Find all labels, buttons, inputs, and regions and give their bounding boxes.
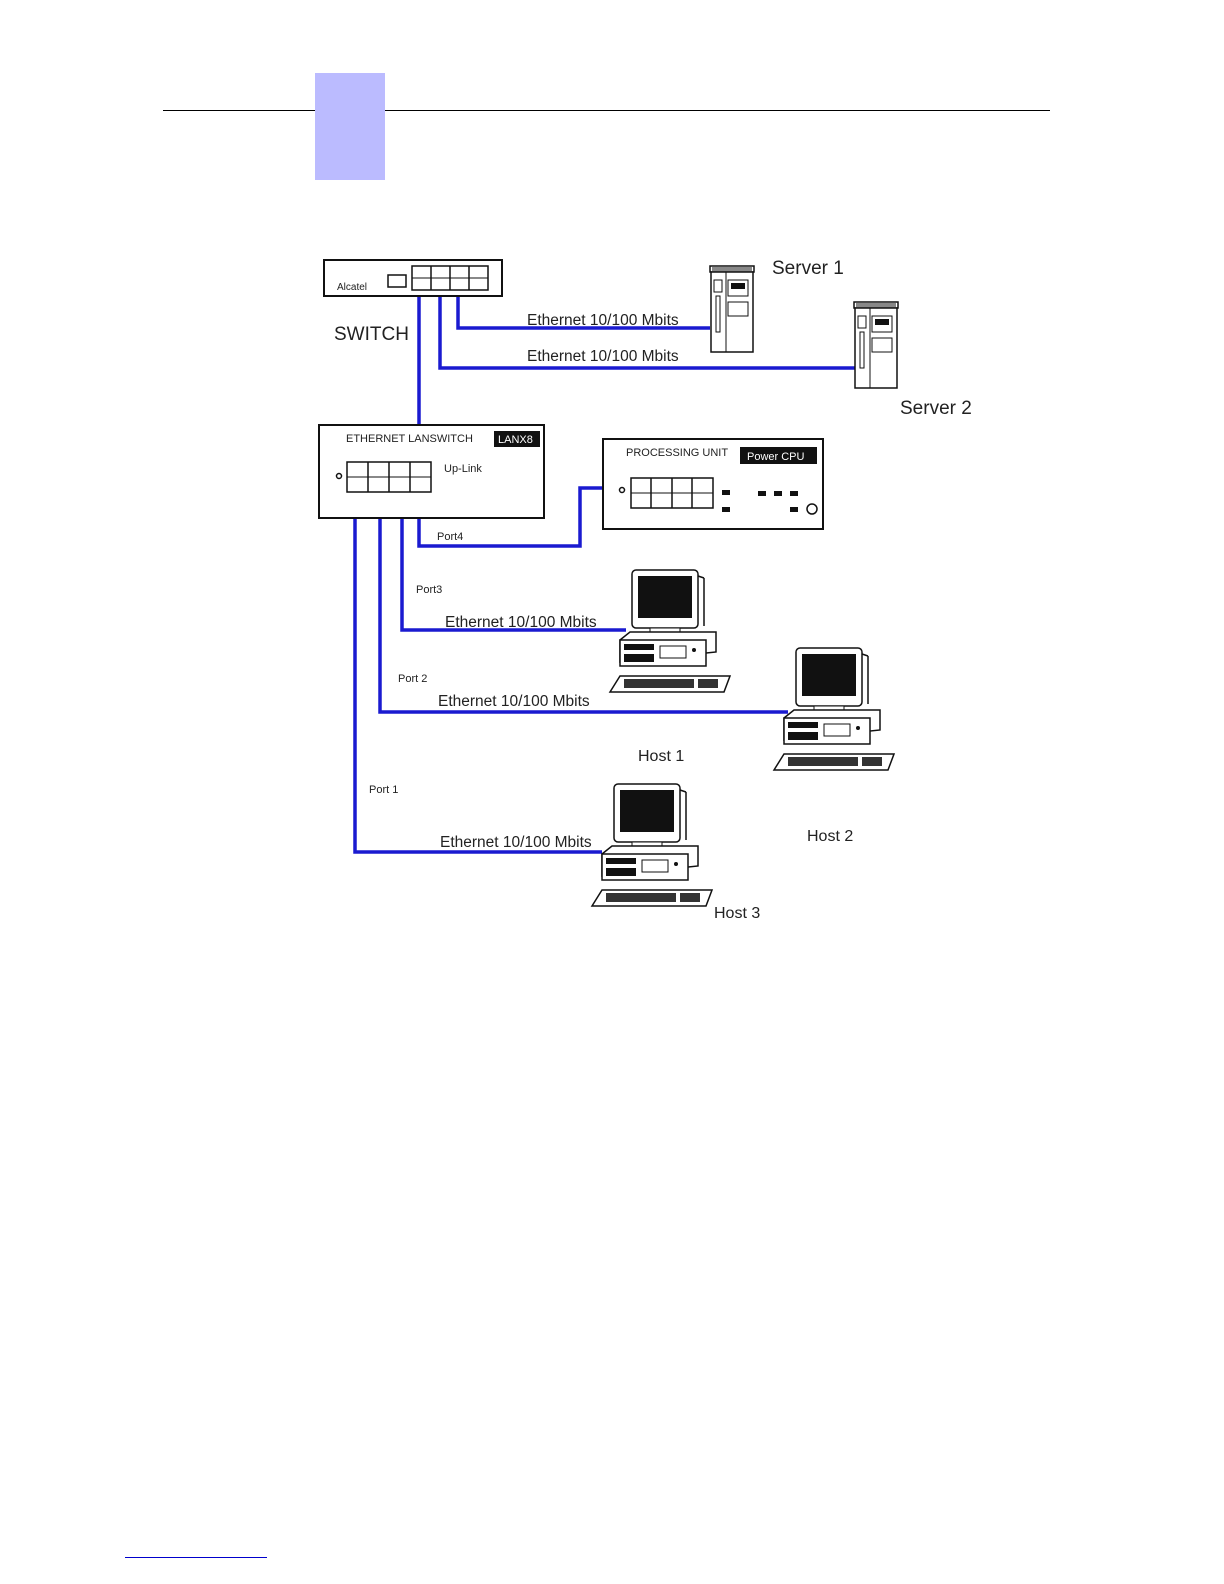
host-2-computer <box>774 648 894 770</box>
link-label-port3: Ethernet 10/100 Mbits <box>445 614 597 631</box>
processing-unit-title: PROCESSING UNIT <box>626 447 728 459</box>
link-label-port2: Ethernet 10/100 Mbits <box>438 693 590 710</box>
switch-label: SWITCH <box>334 324 409 345</box>
host-3-label: Host 3 <box>714 905 760 922</box>
port-4-label: Port4 <box>437 531 463 543</box>
link-label-port1: Ethernet 10/100 Mbits <box>440 834 592 851</box>
alcatel-switch: Alcatel <box>324 260 502 296</box>
server-2-label: Server 2 <box>900 398 972 419</box>
port-1-label: Port 1 <box>369 784 398 796</box>
link-label-server1: Ethernet 10/100 Mbits <box>527 312 679 329</box>
switch-brand: Alcatel <box>337 282 367 293</box>
server-2 <box>854 302 898 388</box>
uplink-label: Up-Link <box>444 463 482 475</box>
lanswitch-badge: LANX8 <box>498 434 533 446</box>
host-2-label: Host 2 <box>807 828 853 845</box>
server-1-label: Server 1 <box>772 258 844 279</box>
ethernet-lanswitch: ETHERNET LANSWITCH LANX8 Up-Link <box>319 425 544 518</box>
link-label-server2: Ethernet 10/100 Mbits <box>527 348 679 365</box>
server-1 <box>710 266 754 352</box>
host-1-computer <box>610 570 730 692</box>
host-3-computer <box>592 784 712 906</box>
lanswitch-title: ETHERNET LANSWITCH <box>346 433 473 445</box>
port-2-label: Port 2 <box>398 673 427 685</box>
port-3-label: Port3 <box>416 584 442 596</box>
processing-unit-badge: Power CPU <box>747 451 805 463</box>
host-1-label: Host 1 <box>638 748 684 765</box>
processing-unit: PROCESSING UNIT Power CPU <box>603 439 823 529</box>
cable-port1 <box>355 488 602 852</box>
